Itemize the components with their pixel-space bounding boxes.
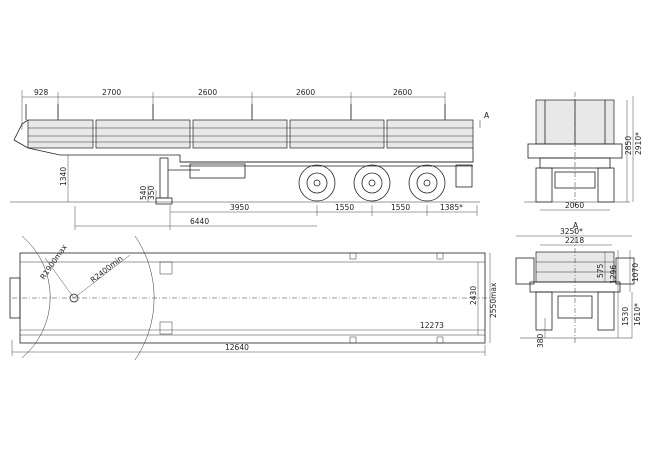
dim-axle-2: 1550: [391, 203, 410, 212]
dim-ride-height: 1340: [59, 167, 68, 186]
dim-rear-inner-width: 2218: [565, 236, 584, 245]
side-stakes: [25, 104, 446, 120]
dim-rear-overall-width: 3250*: [560, 227, 583, 236]
front-view: 2850 2910* 2060: [524, 92, 643, 211]
dim-overall-length: 12640: [225, 343, 249, 352]
dim-small-1: 350: [147, 185, 156, 200]
dim-inner-width: 2430: [469, 286, 478, 305]
dim-front-height-0: 2850: [624, 136, 633, 155]
rear-view: A 3250* 2218 575 1296 1070 1530 1610* 38…: [515, 221, 642, 348]
dim-side-2: 1070: [631, 263, 640, 282]
dim-axle-0: 3950: [230, 203, 249, 212]
side-view: 928 2700 2600 2600 2600 A: [10, 88, 490, 230]
dim-top-3: 2600: [296, 88, 315, 97]
dim-small-0: 540: [139, 185, 148, 200]
dim-overall-width: 2550max: [489, 282, 498, 318]
dim-top-2: 2600: [198, 88, 217, 97]
dim-radius-front: R1900max: [38, 242, 69, 281]
dim-axle-1: 1550: [335, 203, 354, 212]
swing-arc: [21, 235, 51, 359]
dim-deck-1: 1610*: [633, 303, 642, 326]
dim-track-width: 2060: [565, 201, 584, 210]
dim-side-1: 1296: [609, 265, 618, 284]
section-marker-a: A: [484, 111, 490, 120]
stake-pockets: [159, 252, 444, 344]
dim-inner-length: 12273: [420, 321, 444, 330]
dim-top-0: 928: [34, 88, 49, 97]
rear-section-marker: A: [573, 221, 579, 230]
wheels: [298, 164, 473, 202]
dim-radius-swing: R2400min: [89, 254, 125, 285]
dim-side-0: 575: [596, 263, 605, 278]
dim-front-height-1: 2910*: [634, 132, 643, 155]
dim-ground-clearance: 380: [536, 333, 545, 348]
dim-kingpin-rear: 6440: [190, 217, 209, 226]
dim-deck-0: 1530: [621, 307, 630, 326]
dim-top-4: 2600: [393, 88, 412, 97]
landing-gear: [155, 157, 246, 205]
side-panels: [27, 119, 474, 149]
dim-top-1: 2700: [102, 88, 121, 97]
plan-view: R1900max R2400min 12273 12640 2430 2550m…: [9, 235, 498, 361]
dim-axle-3: 1385*: [440, 203, 463, 212]
